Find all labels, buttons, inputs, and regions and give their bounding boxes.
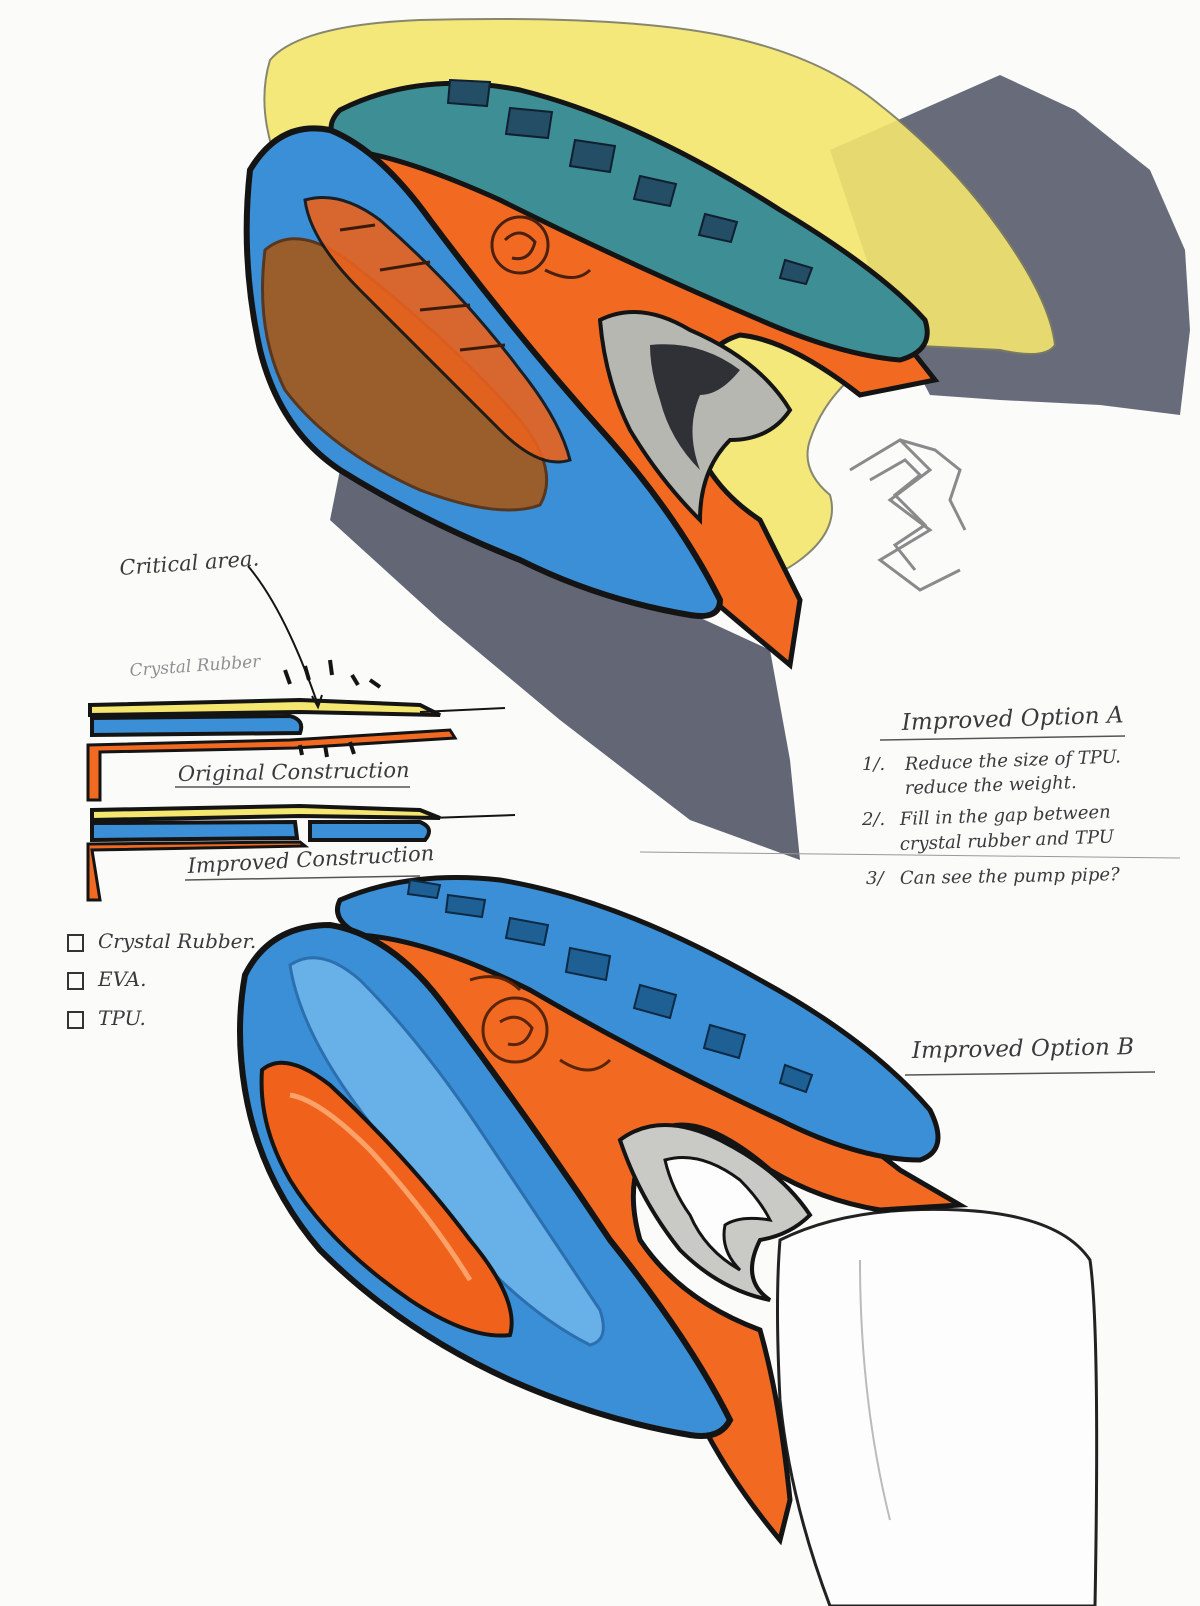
critical-area-marks [283, 659, 382, 758]
original-tpu-layer [86, 728, 458, 802]
note-2-line-2: crystal rubber and TPU [899, 827, 1115, 855]
option-b-title: Improved Option B [911, 1034, 1135, 1064]
pump-swirl-b [469, 975, 612, 1072]
material-legend: Crystal Rubber. EVA. TPU. [67, 929, 256, 1030]
crystal-rubber-faint-label: Crystal Rubber [129, 652, 262, 681]
original-crystal-rubber-layer [90, 713, 304, 738]
legend-label-eva: EVA. [97, 967, 147, 991]
rib-lines-a [339, 223, 506, 352]
note-2-line-1: Fill in the gap between [898, 802, 1111, 830]
option-a-title: Improved Option A [900, 702, 1124, 736]
shoe-upper-outline-b [776, 1207, 1099, 1606]
vent-slots-a [446, 78, 814, 286]
pump-swirl-a [490, 215, 592, 279]
legend-checkbox-tpu [67, 1011, 84, 1029]
crystal-rubber-upper-pod-b [335, 875, 941, 1163]
note-1-line-2: reduce the weight. [904, 772, 1077, 799]
heel-window-a [597, 310, 793, 525]
legend-label-tpu: TPU. [98, 1006, 146, 1030]
shadow-marker-a-lower [330, 470, 800, 860]
original-construction-label: Original Construction [178, 758, 410, 786]
option-b-heel-sketch [237, 875, 1099, 1606]
improved-crystal-rubber-layer [90, 819, 431, 843]
note-1-line-1: Reduce the size of TPU. [903, 746, 1121, 775]
improved-tpu-layer [86, 840, 310, 902]
note-1-number: 1/. [862, 754, 885, 775]
pencil-tread-pattern [849, 438, 967, 592]
legend-label-crystal-rubber: Crystal Rubber. [98, 929, 256, 953]
note-3-line-1: Can see the pump pipe? [900, 864, 1120, 889]
improved-construction-section [86, 803, 516, 902]
heel-window-b-inner [663, 1156, 773, 1272]
critical-area-arrow [247, 565, 319, 706]
option-a-heel-sketch [243, 18, 1190, 860]
legend-checkbox-crystal-rubber [67, 934, 84, 952]
critical-area-label: Critical area. [119, 546, 260, 580]
note-3-number: 3/ [866, 868, 885, 889]
tpu-ribs-a [303, 196, 572, 464]
vent-slots-b [406, 878, 814, 1094]
original-eva-layer [88, 697, 441, 718]
eva-window-b [259, 1060, 514, 1338]
crystal-rubber-upper-pod-a [328, 80, 930, 363]
legend-checkbox-eva [67, 972, 84, 990]
note-2-number: 2/. [861, 809, 885, 830]
option-b-notes: Improved Option B [904, 1034, 1156, 1076]
improved-eva-layer [90, 803, 441, 823]
heel-window-a-inner [650, 344, 740, 470]
original-construction-section [86, 565, 506, 802]
